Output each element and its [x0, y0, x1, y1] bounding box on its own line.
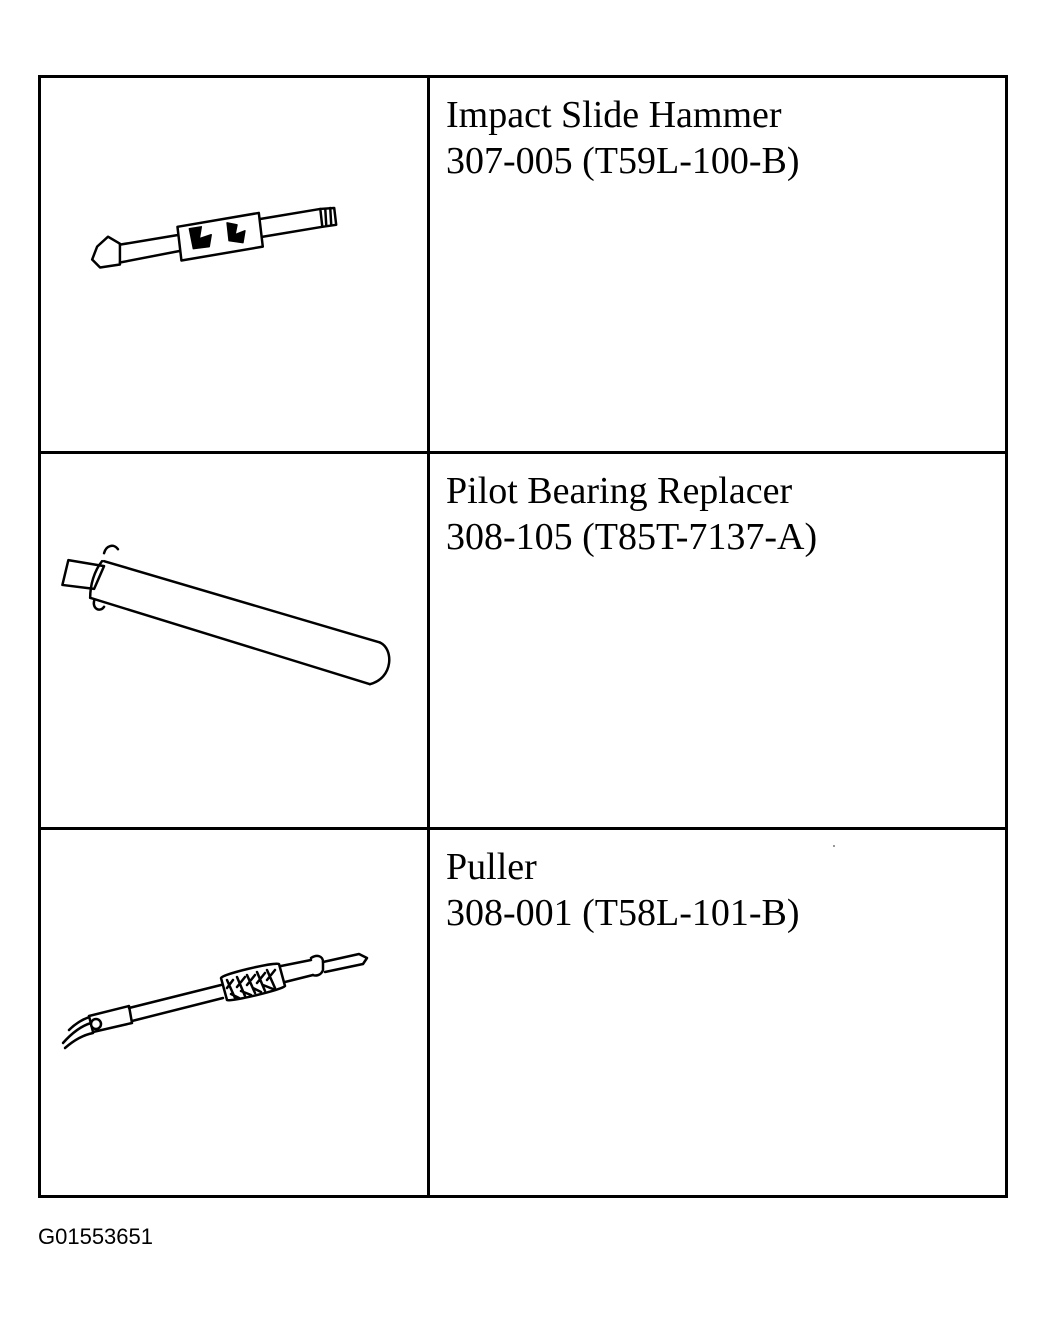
tool-info-cell: Puller 308-001 (T58L-101-B)	[430, 830, 1005, 1195]
tool-image-cell	[41, 830, 430, 1195]
tool-row: Impact Slide Hammer 307-005 (T59L-100-B)	[41, 78, 1005, 454]
scan-artifact	[833, 845, 835, 847]
tool-row: Puller 308-001 (T58L-101-B)	[41, 830, 1005, 1195]
pilot-bearing-replacer-icon	[61, 544, 391, 686]
tool-info-cell: Impact Slide Hammer 307-005 (T59L-100-B)	[430, 78, 1005, 451]
puller-icon	[61, 952, 369, 1050]
tool-name: Puller	[446, 846, 537, 888]
tool-image-cell	[41, 454, 430, 827]
tool-info-cell: Pilot Bearing Replacer 308-105 (T85T-713…	[430, 454, 1005, 827]
tool-name: Impact Slide Hammer	[446, 94, 782, 136]
tool-number: 308-001 (T58L-101-B)	[446, 892, 800, 934]
special-tools-table: Impact Slide Hammer 307-005 (T59L-100-B)…	[38, 75, 1008, 1198]
impact-slide-hammer-icon	[90, 206, 338, 269]
tool-row: Pilot Bearing Replacer 308-105 (T85T-713…	[41, 454, 1005, 830]
figure-id: G01553651	[38, 1224, 153, 1249]
tool-number: 307-005 (T59L-100-B)	[446, 140, 800, 182]
tool-name: Pilot Bearing Replacer	[446, 470, 793, 512]
tool-image-cell	[41, 78, 430, 451]
tool-number: 308-105 (T85T-7137-A)	[446, 516, 818, 558]
